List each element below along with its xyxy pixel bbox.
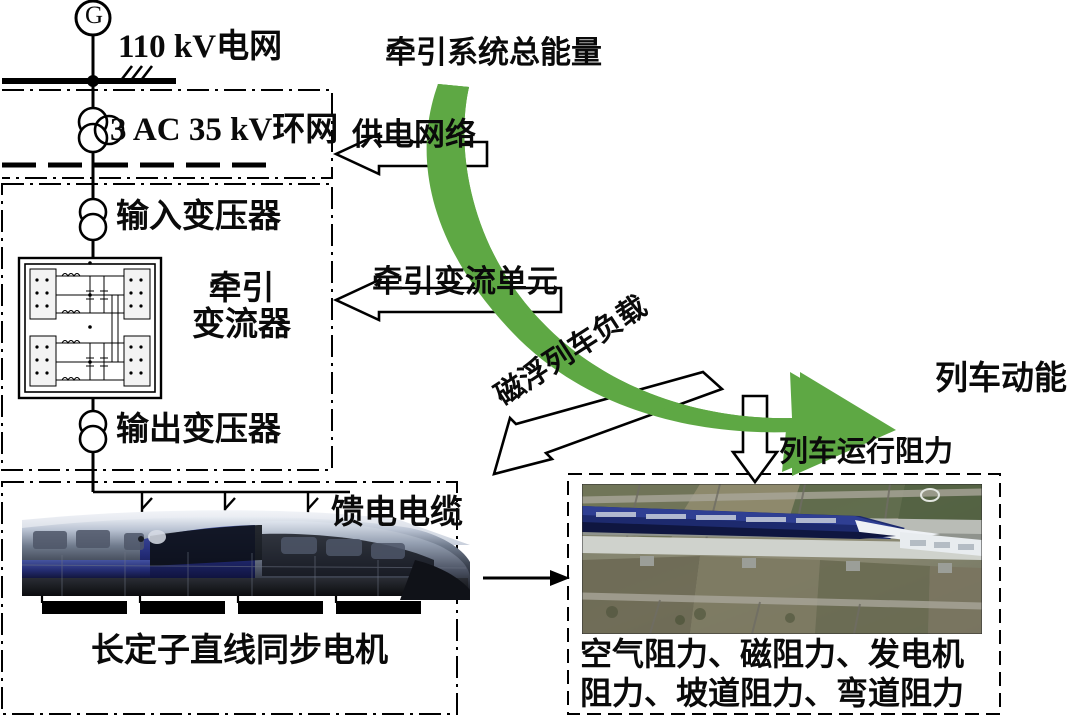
label-traction-converter-unit: 牵引变流单元	[372, 264, 558, 299]
label-feeder-cable: 馈电电缆	[331, 495, 463, 531]
train-to-aerial-arrow	[483, 570, 570, 586]
label-train-running-resistance: 列车运行阻力	[779, 436, 954, 468]
label-traction-converter: 牵引 变流器	[192, 271, 291, 343]
ring-network-box	[2, 89, 333, 179]
maglev-train-load-arrow	[492, 370, 725, 476]
long-stator-blocks	[42, 601, 421, 614]
output-transformer-icon	[78, 409, 108, 454]
label-long-stator-motor: 长定子直线同步电机	[91, 633, 388, 669]
label-resistance-line1: 空气阻力、磁阻力、发电机	[580, 636, 965, 672]
label-power-supply-network: 供电网络	[352, 117, 476, 152]
resistance-box	[567, 473, 1001, 715]
maglev-train-side-image	[21, 510, 470, 600]
label-resistance-line2: 阻力、坡道阻力、弯道阻力	[580, 675, 965, 711]
label-generator-g: G	[85, 2, 104, 29]
label-grid-110kv: 110 kV电网	[118, 29, 283, 65]
disconnector-hatch-icon	[120, 65, 154, 80]
train-running-resistance-arrow	[730, 394, 780, 485]
label-output-transformer: 输出变压器	[116, 412, 281, 448]
label-total-energy: 牵引系统总能量	[385, 35, 602, 70]
stator-connect-lines	[40, 596, 338, 603]
total-energy-arrow	[426, 84, 896, 476]
generator-symbol	[74, 0, 112, 82]
converter-box	[1, 183, 333, 471]
label-train-kinetic-energy: 列车动能	[935, 361, 1067, 397]
bus-junction-dot	[87, 75, 99, 87]
maglev-aerial-image	[582, 484, 982, 634]
input-transformer-icon	[78, 197, 108, 242]
label-input-transformer: 输入变压器	[116, 199, 281, 235]
label-ring-35kv: 3 AC 35 kV环网	[110, 112, 339, 148]
converter-schematic	[17, 256, 163, 400]
